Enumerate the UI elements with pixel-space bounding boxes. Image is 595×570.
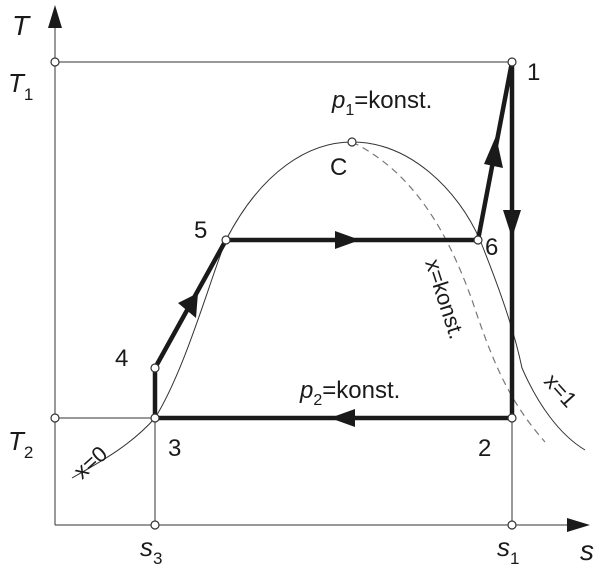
t1-label: T1: [8, 68, 33, 104]
critical-point-label: C: [330, 154, 347, 181]
y-axis-label: T: [12, 10, 31, 41]
x-axis-arrowhead: [567, 518, 590, 532]
point-2-marker: [507, 413, 517, 423]
cycle-path: [152, 59, 515, 421]
point-6-label: 6: [485, 234, 498, 261]
t1-axis-marker: [50, 57, 60, 67]
x0-label: x=0: [69, 441, 113, 484]
point-4-marker: [150, 363, 160, 373]
point-3-marker: [150, 413, 160, 423]
x-konst-label: x=konst.: [420, 256, 469, 342]
point-6-marker: [473, 235, 483, 245]
t2-axis-marker: [50, 413, 60, 423]
s3-label: s3: [140, 532, 162, 568]
x1-label: x=1: [539, 369, 582, 413]
point-5-label: 5: [194, 217, 207, 244]
critical-point-marker: [347, 137, 357, 147]
arrow-2-3: [330, 409, 355, 427]
s1-axis-marker: [507, 520, 517, 530]
s1-label: s1: [497, 532, 519, 568]
arrow-5-6: [335, 231, 360, 249]
point-4-label: 4: [115, 345, 128, 372]
saturation-dome: [71, 141, 586, 479]
p2-konst-label: p2=konst.: [299, 377, 400, 409]
x-axis-label: s: [580, 535, 594, 566]
point-3-label: 3: [168, 435, 181, 462]
arrow-1-2: [503, 210, 521, 238]
y-axis-arrowhead: [48, 5, 62, 28]
point-1-marker: [507, 57, 517, 67]
point-1-label: 1: [527, 59, 540, 86]
point-2-label: 2: [478, 435, 491, 462]
point-5-marker: [221, 235, 231, 245]
s3-axis-marker: [150, 520, 160, 530]
arrow-3-4: [178, 293, 198, 318]
arrow-6-1: [484, 136, 503, 168]
p1-konst-label: p1=konst.: [331, 87, 432, 119]
t2-label: T2: [8, 426, 33, 462]
